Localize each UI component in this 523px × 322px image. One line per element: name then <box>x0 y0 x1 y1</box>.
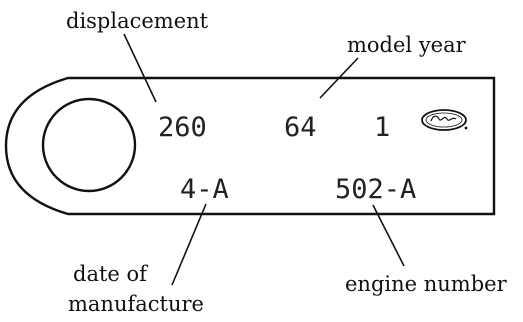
model-year-label: model year <box>347 33 467 57</box>
date-of-manufacture-label-line1: date of <box>73 262 149 286</box>
date-code-value: 4-A <box>180 174 229 205</box>
engine-number-leader-line <box>372 204 405 267</box>
model-year-value: 64 <box>284 112 317 143</box>
displacement-label: displacement <box>66 9 209 33</box>
ford-logo <box>421 109 468 131</box>
plant-code-value: 1 <box>374 112 390 143</box>
engine-number-value: 502-A <box>335 174 416 205</box>
mounting-hole <box>41 97 137 193</box>
engine-tag-plate <box>4 76 496 216</box>
date-of-manufacture-label-line2: manufacture <box>68 292 204 316</box>
displacement-value: 260 <box>158 112 207 143</box>
engine-number-label: engine number <box>345 272 508 296</box>
model-year-leader-line <box>319 57 359 99</box>
displacement-leader-line <box>123 33 157 103</box>
date-of-manufacture-leader-line <box>171 203 207 286</box>
